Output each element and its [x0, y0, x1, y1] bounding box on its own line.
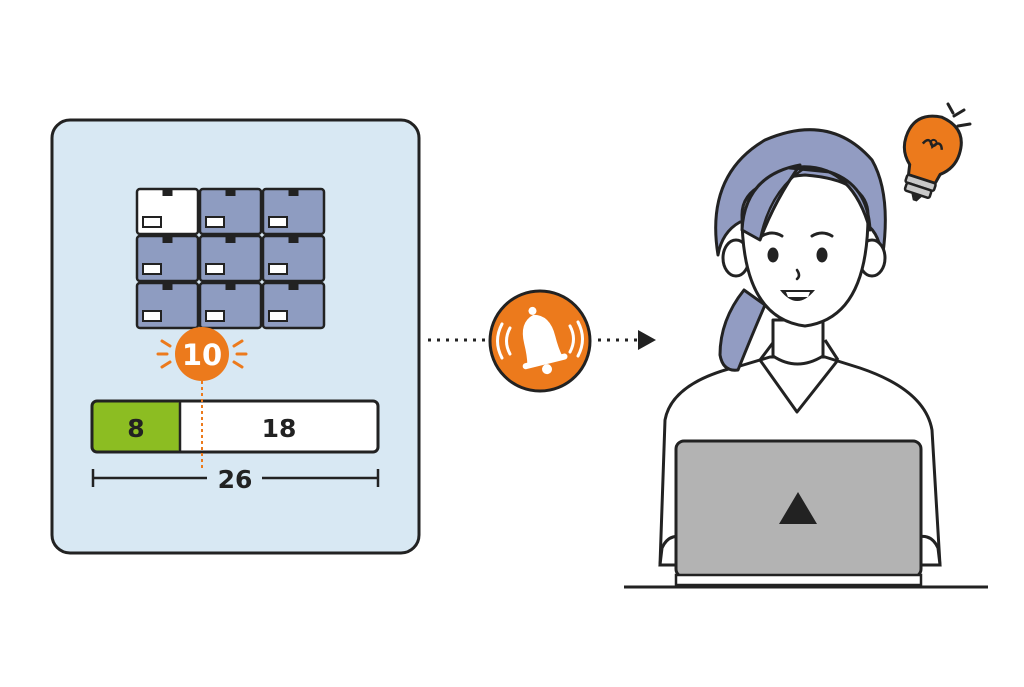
sparkle-icon	[156, 339, 248, 369]
threshold-badge: 10	[156, 327, 248, 381]
person-facial-features	[760, 231, 834, 301]
stock-box-grid	[135, 187, 326, 330]
stock-bar: 8 18	[90, 399, 380, 454]
stock-box	[198, 187, 263, 236]
stock-box	[261, 187, 326, 236]
lightbulb-icon	[902, 102, 972, 202]
person-ponytail	[718, 288, 767, 372]
stock-box	[198, 281, 263, 330]
threshold-value: 10	[182, 338, 222, 372]
laptop-base	[674, 573, 923, 587]
stock-box	[135, 281, 200, 330]
remaining-value: 18	[262, 414, 297, 443]
stock-box	[261, 234, 326, 283]
stock-bar-outline	[90, 399, 380, 454]
capacity-dimension	[91, 469, 380, 487]
stock-box	[261, 281, 326, 330]
arrow-head-icon	[638, 330, 656, 350]
empty-slot	[135, 187, 200, 236]
bell-icon	[488, 289, 592, 393]
stock-box	[135, 234, 200, 283]
dotted-arrow	[428, 330, 656, 350]
laptop	[674, 439, 923, 587]
triangle-logo-icon	[779, 492, 817, 524]
stock-box	[198, 234, 263, 283]
threshold-circle	[175, 327, 229, 381]
stock-bar-fill	[92, 401, 181, 452]
in-stock-value: 8	[127, 414, 144, 443]
capacity-value: 26	[218, 465, 253, 494]
